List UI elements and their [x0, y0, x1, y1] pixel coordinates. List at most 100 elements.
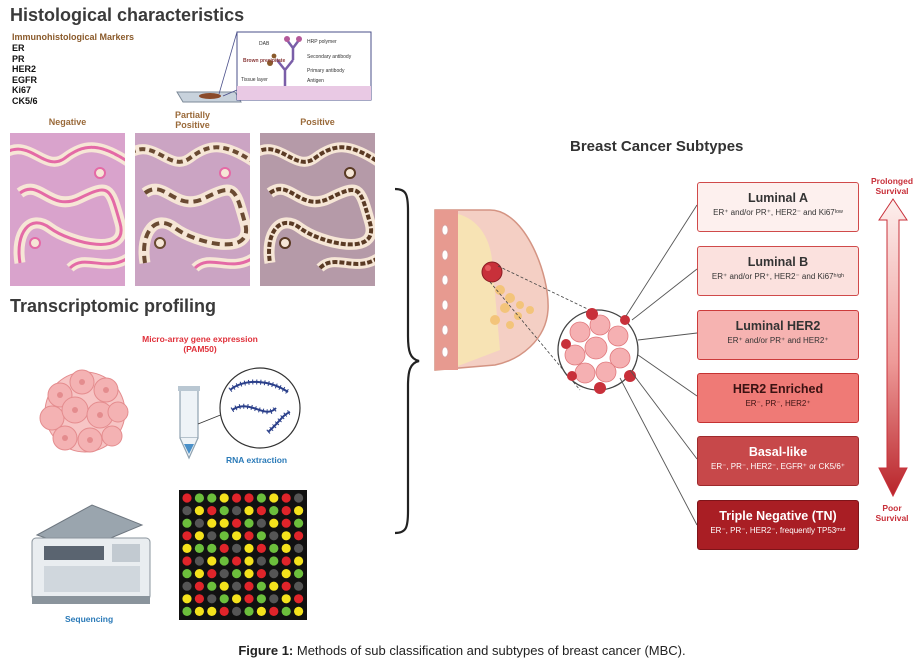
microarray-spot	[294, 518, 304, 528]
microarray-spot	[256, 569, 266, 579]
ihc-schematic: DAB Brown precipitate HRP polymer Second…	[176, 31, 372, 103]
microarray-spot	[294, 493, 304, 503]
tumor-icon	[481, 261, 503, 283]
ihc-label: DAB	[259, 41, 270, 47]
subtype-criteria: ER⁻, PR⁻, HER2⁻, frequently TP53ᵐᵘᵗ	[710, 526, 846, 535]
subtype-criteria: ER⁺ and/or PR⁺, HER2⁻ and Ki67ʰⁱᵍʰ	[711, 272, 845, 281]
markers-title: Immunohistological Markers	[12, 32, 135, 42]
subtype-card: Luminal A ER⁺ and/or PR⁺, HER2⁻ and Ki67…	[697, 182, 859, 232]
microarray-spot	[244, 569, 254, 579]
histology-title: Histological characteristics	[10, 5, 245, 25]
microarray-spot	[256, 518, 266, 528]
microarray-spot	[194, 594, 204, 604]
microarray-spot	[207, 594, 217, 604]
subtype-name: Luminal B	[747, 255, 809, 269]
caption-text: Methods of sub classification and subtyp…	[293, 643, 686, 658]
subtype-criteria: ER⁺ and/or PR⁺, HER2⁻ and Ki67ˡᵒʷ	[713, 208, 843, 217]
microarray-spot	[256, 493, 266, 503]
microarray-spot	[182, 543, 192, 553]
tile-label-negative: Negative	[48, 117, 87, 127]
microarray-spot	[281, 581, 291, 591]
survival-label-top: Prolonged Survival	[870, 176, 914, 196]
tissue-tile-negative	[10, 133, 125, 286]
microarray-spot	[219, 506, 229, 516]
microarray-spot	[194, 581, 204, 591]
microarray-spot	[294, 594, 304, 604]
microarray-spot	[281, 518, 291, 528]
microarray-spot	[269, 518, 279, 528]
microarray-spot	[232, 569, 242, 579]
microarray-spot	[194, 493, 204, 503]
marker-item: PR	[12, 53, 25, 64]
microarray-spot	[207, 493, 217, 503]
microarray-spot	[194, 543, 204, 553]
microarray-label: Micro-array gene expression (PAM50)	[142, 334, 258, 354]
microarray-spot	[207, 581, 217, 591]
microarray-spot	[194, 569, 204, 579]
tube-icon	[179, 389, 199, 439]
sequencing-label: Sequencing	[65, 614, 114, 624]
subtype-card: Basal-like ER⁻, PR⁻, HER2⁻, EGFR⁺ or CK5…	[697, 436, 859, 486]
tile-label-partially-positive: Partially Positive	[174, 110, 211, 130]
microarray-spot	[256, 531, 266, 541]
microarray-spot	[219, 569, 229, 579]
subtype-card: HER2 Enriched ER⁻, PR⁻, HER2⁺	[697, 373, 859, 423]
ihc-label: HRP polymer	[307, 39, 337, 45]
subtype-name: Basal-like	[748, 445, 808, 459]
microarray-spot	[281, 556, 291, 566]
microarray-spot	[219, 581, 229, 591]
microarray-spot	[232, 493, 242, 503]
microarray-spot	[294, 606, 304, 616]
marker-item: EGFR	[12, 74, 38, 85]
microarray-spot	[269, 569, 279, 579]
microarray-spot	[244, 606, 254, 616]
microarray-spot	[207, 569, 217, 579]
microarray-spot	[281, 543, 291, 553]
subtype-criteria: ER⁻, PR⁻, HER2⁺	[745, 399, 811, 408]
microarray-spot	[232, 581, 242, 591]
microarray-spot	[269, 556, 279, 566]
breast-illustration	[434, 209, 639, 394]
microarray-spot	[269, 493, 279, 503]
tile-label-positive: Positive	[300, 117, 335, 127]
microarray-spot	[294, 543, 304, 553]
sequencer-icon	[31, 504, 151, 604]
microarray-spot	[182, 594, 192, 604]
microarray-spot	[194, 556, 204, 566]
microarray-spot	[232, 518, 242, 528]
microarray-spot	[294, 581, 304, 591]
subtype-name: HER2 Enriched	[732, 382, 824, 396]
microarray-spot	[269, 543, 279, 553]
tissue-tile-positive	[260, 133, 375, 286]
microarray-spot	[219, 594, 229, 604]
microarray-spot	[194, 606, 204, 616]
subtype-card: Luminal B ER⁺ and/or PR⁺, HER2⁻ and Ki67…	[697, 246, 859, 296]
subtype-criteria: ER⁺ and/or PR⁺ and HER2⁺	[727, 336, 829, 345]
microarray-spot	[269, 531, 279, 541]
microarray-spot	[194, 531, 204, 541]
precipitate	[267, 60, 273, 66]
microarray-spot	[232, 531, 242, 541]
ihc-label: Antigen	[307, 78, 324, 84]
antibody-icon	[276, 39, 300, 86]
microarray-spot	[294, 531, 304, 541]
microarray-spot	[182, 506, 192, 516]
microarray-spot	[281, 531, 291, 541]
subtype-name: Triple Negative (TN)	[719, 509, 837, 523]
microarray-spot	[294, 569, 304, 579]
figure-caption: Figure 1: Methods of sub classification …	[0, 643, 924, 658]
microarray-spot	[182, 606, 192, 616]
ihc-label: Brown precipitate	[243, 58, 285, 64]
survival-gradient-arrow	[878, 198, 908, 498]
microarray-spot	[281, 493, 291, 503]
microarray-spot	[269, 506, 279, 516]
microarray-spot	[219, 493, 229, 503]
microarray-spot	[182, 556, 192, 566]
subtype-card: Luminal HER2 ER⁺ and/or PR⁺ and HER2⁺	[697, 310, 859, 360]
tumor-cluster-icon	[39, 369, 129, 453]
microarray-spot	[244, 506, 254, 516]
microarray-spot	[244, 543, 254, 553]
subtype-connectors	[619, 204, 698, 526]
microarray-spot	[294, 506, 304, 516]
microarray-spot	[281, 506, 291, 516]
